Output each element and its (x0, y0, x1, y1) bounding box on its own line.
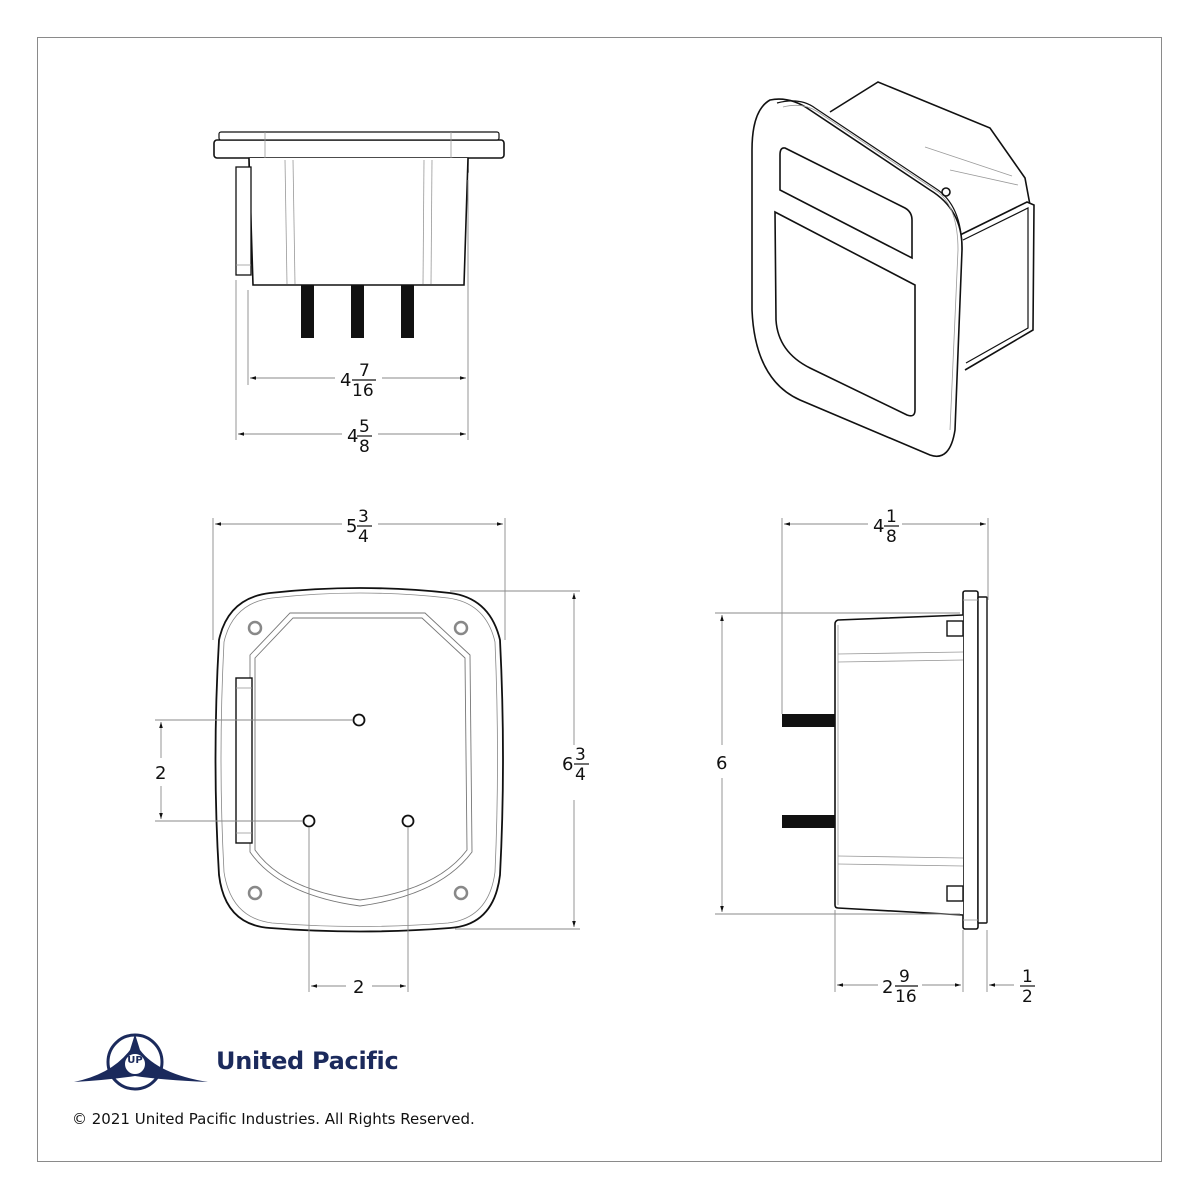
dim-rear-width: 5 3 4 (346, 507, 372, 547)
dim-side-height: 6 (716, 753, 727, 774)
dim-side-flange-thickness: 1 2 (1020, 967, 1035, 1007)
top-view-dimensions (235, 180, 469, 440)
brand-name: United Pacific (216, 1047, 399, 1075)
svg-text:4: 4 (575, 765, 586, 785)
dim-side-depth-total: 4 1 8 (873, 507, 899, 547)
svg-text:4: 4 (347, 426, 358, 447)
dim-top-inner-width: 4 7 16 (340, 361, 376, 401)
top-view (213, 131, 505, 338)
svg-text:9: 9 (899, 967, 910, 987)
dim-top-outer-width: 4 5 8 (347, 417, 372, 457)
dim-rear-stud-vertical: 2 (155, 763, 166, 784)
united-pacific-logo-icon: UP (74, 1033, 208, 1091)
svg-text:1: 1 (1022, 967, 1033, 987)
svg-text:4: 4 (358, 527, 369, 547)
isometric-view (751, 81, 1035, 457)
svg-text:8: 8 (359, 437, 370, 457)
dim-rear-stud-horizontal: 2 (353, 977, 364, 998)
svg-text:4: 4 (340, 370, 351, 391)
side-view-dimensions (715, 518, 1014, 992)
svg-text:4: 4 (873, 516, 884, 537)
side-view (782, 590, 988, 930)
svg-text:8: 8 (886, 527, 897, 547)
svg-text:2: 2 (882, 977, 893, 998)
svg-text:5: 5 (359, 417, 370, 437)
drawing-frame (37, 37, 1162, 1162)
svg-text:5: 5 (346, 516, 357, 537)
rear-view-dimensions (155, 518, 580, 992)
dim-rear-height: 6 3 4 (562, 745, 589, 785)
svg-text:2: 2 (1022, 987, 1033, 1007)
svg-text:1: 1 (886, 507, 897, 527)
svg-text:16: 16 (895, 987, 917, 1007)
svg-text:3: 3 (575, 745, 586, 765)
svg-text:3: 3 (358, 507, 369, 527)
rear-view (214, 587, 504, 933)
dim-side-body-depth: 2 9 16 (882, 967, 918, 1007)
svg-text:16: 16 (352, 381, 374, 401)
svg-text:6: 6 (562, 754, 573, 775)
svg-text:UP: UP (127, 1055, 142, 1066)
copyright-notice: © 2021 United Pacific Industries. All Ri… (72, 1110, 475, 1128)
svg-text:7: 7 (359, 361, 370, 381)
brand-block: UP United Pacific (72, 1030, 399, 1092)
